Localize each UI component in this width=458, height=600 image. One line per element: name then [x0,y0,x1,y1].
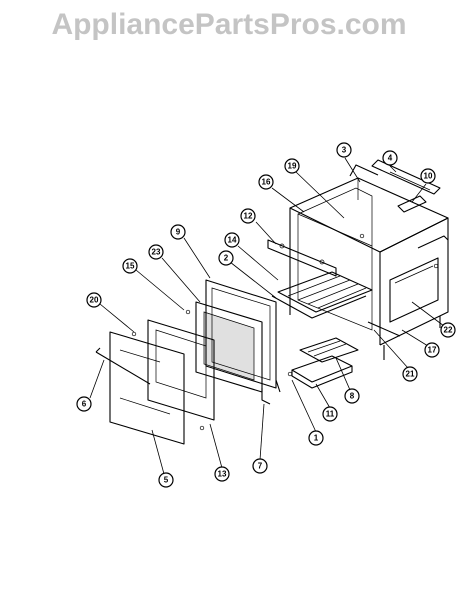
svg-text:22: 22 [444,326,453,335]
svg-text:3: 3 [342,146,347,155]
door-glass [109,331,185,445]
door-inner-liner [195,301,263,393]
watermark-logo: AppliancePartsPros.com [51,8,407,41]
svg-text:9: 9 [176,228,181,237]
callout-2: 2 [218,250,234,266]
svg-text:12: 12 [244,212,253,221]
callout-20: 20 [86,292,102,308]
svg-text:13: 13 [218,470,227,479]
callout-3: 3 [336,142,352,158]
door-handle [95,347,151,385]
callout-11: 11 [322,406,338,422]
oven-rack [271,271,373,319]
svg-text:7: 7 [258,462,263,471]
callout-22: 22 [440,322,456,338]
callout-5: 5 [158,472,174,488]
svg-text:15: 15 [126,262,135,271]
leader-lines [89,157,445,475]
svg-text:4: 4 [388,154,393,163]
callout-21: 21 [402,366,418,382]
callout-4: 4 [382,150,398,166]
svg-text:11: 11 [326,410,335,419]
callout-16: 16 [258,174,274,190]
door-panel [147,319,215,421]
svg-text:6: 6 [82,400,87,409]
door-hinge [261,379,281,405]
heat-shield-bracket [267,239,337,277]
callout-10: 10 [420,168,436,184]
svg-text:16: 16 [262,178,271,187]
callout-15: 15 [122,258,138,274]
svg-text:17: 17 [428,346,437,355]
screws [131,233,439,431]
callout-23: 23 [148,244,164,260]
svg-text:1: 1 [314,434,319,443]
svg-text:10: 10 [424,172,433,181]
callout-8: 8 [344,388,360,404]
svg-text:2: 2 [224,254,229,263]
callout-17: 17 [424,342,440,358]
callout-6: 6 [76,396,92,412]
svg-text:23: 23 [152,248,161,257]
oven-cabinet [289,159,449,360]
callout-1: 1 [308,430,324,446]
callout-12: 12 [240,208,256,224]
callout-13: 13 [214,466,230,482]
callout-7: 7 [252,458,268,474]
svg-text:21: 21 [406,370,415,379]
callout-19: 19 [284,158,300,174]
svg-text:8: 8 [350,392,355,401]
svg-text:5: 5 [164,476,169,485]
broiler-pan [291,337,359,389]
callout-14: 14 [224,232,240,248]
svg-text:19: 19 [288,162,297,171]
svg-text:14: 14 [228,236,237,245]
callout-9: 9 [170,224,186,240]
svg-text:20: 20 [90,296,99,305]
